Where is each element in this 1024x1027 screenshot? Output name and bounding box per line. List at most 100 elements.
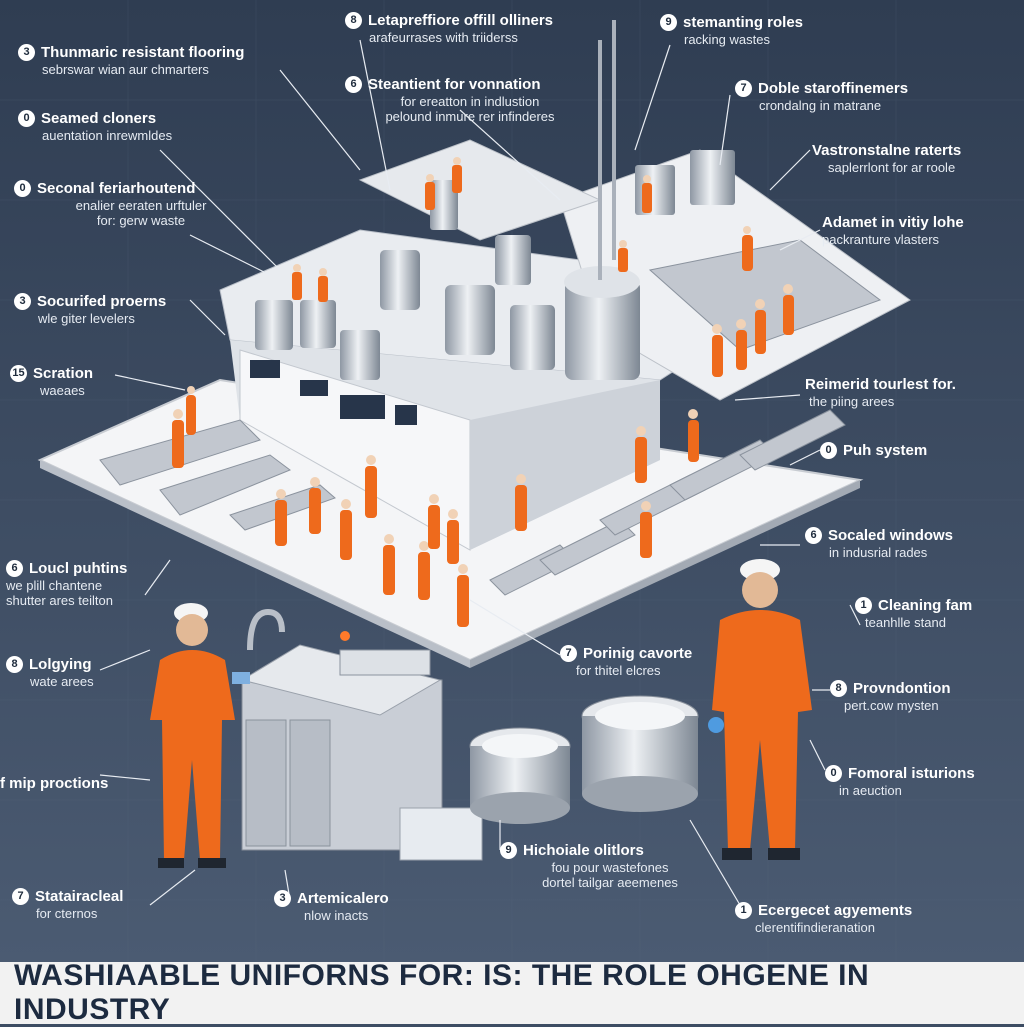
callout-22-title: Hichoiale olitlors — [523, 842, 644, 859]
callout-8: 0 Seconal feriarhoutend enalier eeraten u… — [14, 180, 244, 229]
callout-12: Reimerid tourlest for. the piing arees — [805, 376, 1005, 410]
callout-1-subtitle: sebrswar wian aur chmarters — [42, 62, 209, 78]
callout-24-subtitle: nlow inacts — [304, 908, 369, 924]
callout-3-subtitle: racking wastes — [684, 32, 770, 48]
callout-16-title: Cleaning fam — [878, 597, 973, 614]
callout-15: 6 Loucl puhtins we plill chantene shutter… — [6, 560, 176, 609]
callout-21: 0 Fomoral isturions in aeuction — [825, 765, 1010, 799]
callout-3-number: 9 — [660, 14, 677, 32]
callout-7-subtitle: saplerrlont for ar roole — [828, 160, 956, 176]
callout-23-number: 7 — [12, 888, 29, 906]
callout-24: 3 Artemicalero nlow inacts — [274, 890, 414, 924]
callout-17-subtitle: wate arees — [30, 674, 94, 690]
callout-18-title: Porinig cavorte — [583, 645, 693, 662]
callout-9-title: Adamet in vitiy lohe — [822, 214, 964, 231]
callout-13-number: 0 — [820, 442, 837, 460]
callout-17: 8 Lolgying wate arees — [6, 656, 136, 690]
callout-25-subtitle: clerentifindieranation — [755, 920, 875, 936]
callout-19-number: 8 — [830, 680, 847, 698]
callout-12-title: Reimerid tourlest for. — [805, 376, 956, 393]
callout-22-subtitle: fou pour wastefones dortel tailgar aeeme… — [542, 860, 678, 891]
callout-14: 6 Socaled windows in indusrial rades — [805, 527, 995, 561]
callout-20: f mip proctions — [0, 775, 150, 792]
callout-19-subtitle: pert.cow mysten — [844, 698, 939, 714]
callout-1: 3 Thunmaric resistant flooring sebrswar w… — [18, 44, 298, 78]
callout-17-number: 8 — [6, 656, 23, 674]
callout-2: 8 Letapreffiore offill olliners arafeurra… — [345, 12, 585, 46]
callout-16-subtitle: teanhlle stand — [865, 615, 946, 631]
callout-21-number: 0 — [825, 765, 842, 783]
callout-21-subtitle: in aeuction — [839, 783, 902, 799]
callout-2-title: Letapreffiore offill olliners — [368, 12, 554, 29]
callout-17-title: Lolgying — [29, 656, 92, 673]
callout-7: Vastronstalne raterts saplerrlont for ar… — [812, 142, 1012, 176]
callout-14-title: Socaled windows — [828, 527, 954, 544]
callout-4-subtitle: for ereatton in indlustion pelound inmur… — [385, 94, 555, 125]
callout-7-title: Vastronstalne raterts — [812, 142, 962, 159]
callout-23: 7 Statairacleal for cternos — [12, 888, 152, 922]
callout-5-subtitle: crondalng in matrane — [759, 98, 882, 114]
callout-18: 7 Porinig cavorte for thitel elcres — [560, 645, 720, 679]
callout-23-title: Statairacleal — [35, 888, 124, 905]
callout-1-number: 3 — [18, 44, 35, 62]
callout-9-subtitle: packranture vlasters — [822, 232, 940, 248]
callout-23-subtitle: for cternos — [36, 906, 98, 922]
callout-9: Adamet in vitiy lohe packranture vlaster… — [822, 214, 1012, 248]
callout-15-number: 6 — [6, 560, 23, 578]
callout-13: 0 Puh system — [820, 442, 1000, 460]
callout-21-title: Fomoral isturions — [848, 765, 975, 782]
callout-12-subtitle: the piing arees — [809, 394, 895, 410]
callout-18-subtitle: for thitel elcres — [576, 663, 661, 679]
foreground-worker-left — [150, 603, 250, 868]
callout-24-number: 3 — [274, 890, 291, 908]
callout-4: 6 Steantient for vonnation for ereatton i… — [345, 76, 585, 125]
callout-2-number: 8 — [345, 12, 362, 30]
building-windows — [250, 360, 417, 425]
wash-station — [240, 608, 483, 861]
callout-1-title: Thunmaric resistant flooring — [41, 44, 245, 61]
callout-6-title: Seamed cloners — [41, 110, 157, 127]
foreground-worker-right — [708, 559, 812, 860]
callout-5: 7 Doble staroffinemers crondalng in matra… — [735, 80, 965, 114]
callout-18-number: 7 — [560, 645, 577, 663]
callout-25-title: Ecergecet agyements — [758, 902, 913, 919]
callout-11: 15 Scration waeaes — [10, 365, 130, 399]
callout-3: 9 stemanting roles racking wastes — [660, 14, 840, 48]
callout-6-number: 0 — [18, 110, 35, 128]
callout-24-title: Artemicalero — [297, 890, 389, 907]
callout-11-number: 15 — [10, 365, 27, 383]
callout-11-subtitle: waeaes — [40, 383, 85, 399]
workers — [172, 157, 794, 627]
callout-4-title: Steantient for vonnation — [368, 76, 541, 93]
title-banner: WASHIAABLE UNIFORNS FOR: IS: THE ROLE OH… — [0, 959, 1024, 1026]
callout-4-number: 6 — [345, 76, 362, 94]
callout-5-title: Doble staroffinemers — [758, 80, 909, 97]
wash-drums — [469, 695, 699, 824]
callout-3-title: stemanting roles — [683, 14, 804, 31]
callout-10-number: 3 — [14, 293, 31, 311]
callout-16-number: 1 — [855, 597, 872, 615]
callout-6: 0 Seamed cloners auentation inrewmldes — [18, 110, 238, 144]
callout-14-subtitle: in indusrial rades — [829, 545, 928, 561]
callout-11-title: Scration — [33, 365, 94, 382]
callout-15-subtitle: we plill chantene shutter ares teilton — [6, 578, 113, 609]
callout-5-number: 7 — [735, 80, 752, 98]
callout-8-title: Seconal feriarhoutend — [37, 180, 196, 197]
callout-15-title: Loucl puhtins — [29, 560, 128, 577]
callout-8-subtitle: enalier eeraten urftuler for: gerw waste — [75, 198, 207, 229]
callout-16: 1 Cleaning fam teanhlle stand — [855, 597, 1020, 631]
callout-20-title: f mip proctions — [0, 775, 109, 792]
callout-10: 3 Socurifed proerns wle giter levelers — [14, 293, 234, 327]
callout-2-subtitle: arafeurrases with triiderss — [369, 30, 518, 46]
banner-title: WASHIAABLE UNIFORNS FOR: IS: THE ROLE OH… — [14, 959, 870, 1026]
callout-10-title: Socurifed proerns — [37, 293, 167, 310]
callout-13-title: Puh system — [843, 442, 928, 459]
callout-6-subtitle: auentation inrewmldes — [42, 128, 173, 144]
callout-10-subtitle: wle giter levelers — [38, 311, 135, 327]
callout-8-number: 0 — [14, 180, 31, 198]
callout-14-number: 6 — [805, 527, 822, 545]
